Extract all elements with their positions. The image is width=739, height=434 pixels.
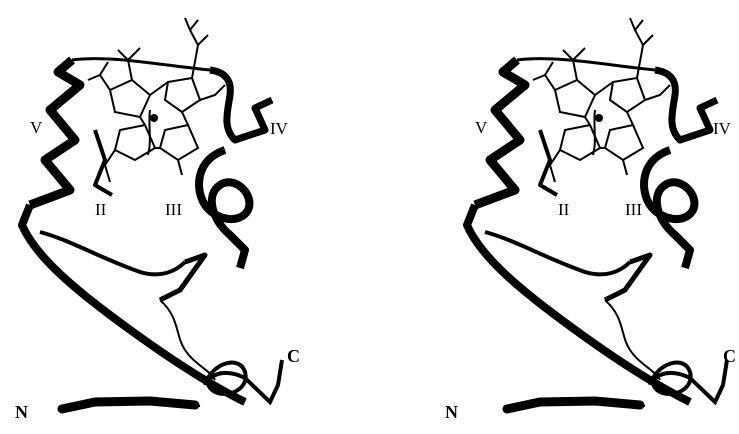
right-label-n-terminus: N: [445, 402, 458, 422]
left-label-c-terminus: C: [287, 346, 300, 366]
right-panel: V II III IV N C: [445, 18, 736, 422]
left-label-helix-iii: III: [165, 200, 182, 219]
left-protein-ribbon: [22, 18, 282, 410]
right-label-helix-iv: IV: [713, 119, 732, 138]
right-protein-ribbon: [467, 18, 727, 410]
right-label-helix-ii: II: [558, 200, 570, 219]
left-panel: V II III IV N C: [15, 18, 300, 422]
right-label-c-terminus: C: [723, 346, 736, 366]
left-label-helix-ii: II: [95, 200, 107, 219]
left-label-helix-iv: IV: [270, 119, 289, 138]
left-label-n-terminus: N: [15, 402, 28, 422]
left-label-helix-v: V: [30, 118, 43, 137]
right-label-helix-v: V: [475, 118, 488, 137]
right-label-helix-iii: III: [625, 200, 642, 219]
